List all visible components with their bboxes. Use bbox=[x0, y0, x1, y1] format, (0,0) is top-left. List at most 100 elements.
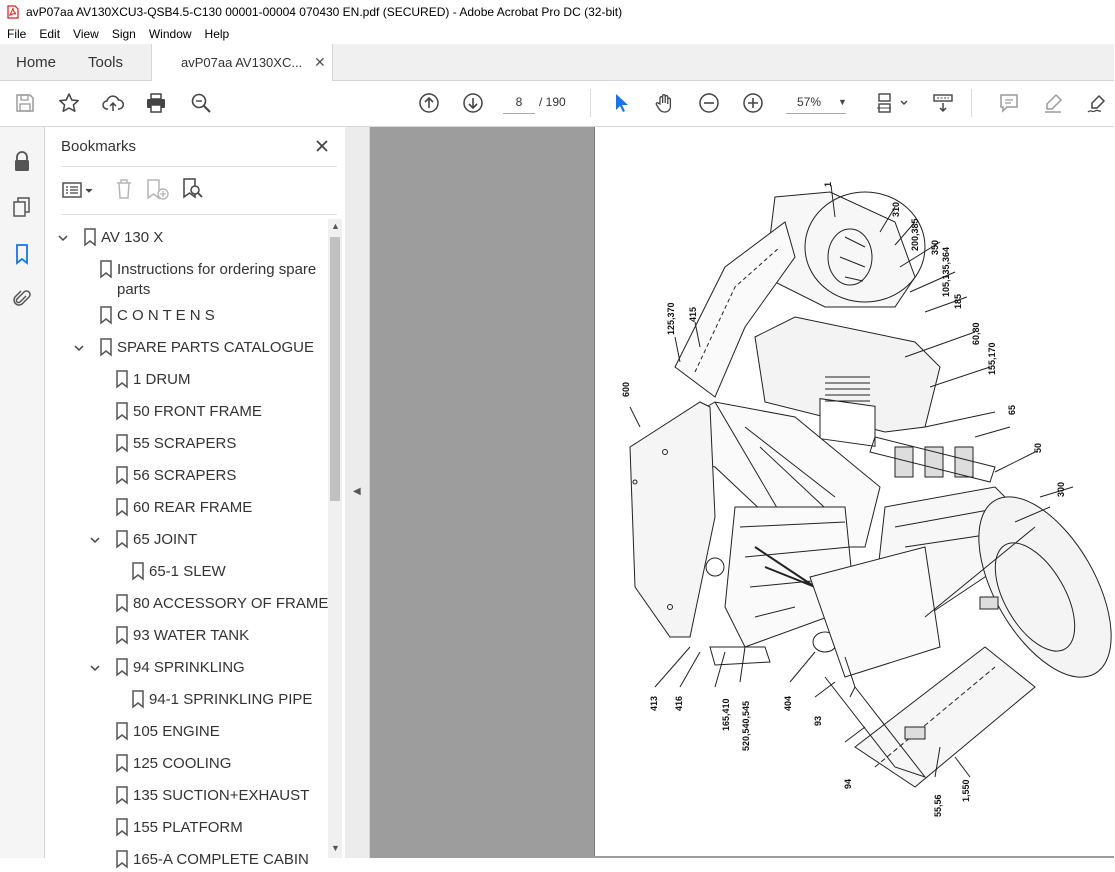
chevron-down-icon[interactable] bbox=[89, 533, 101, 545]
bookmark-item[interactable]: SPARE PARTS CATALOGUE bbox=[45, 337, 327, 359]
bookmark-item[interactable]: 1 DRUM bbox=[45, 369, 327, 391]
bookmark-item[interactable]: Instructions for ordering spare bbox=[45, 259, 327, 281]
bookmark-item[interactable]: 80 ACCESSORY OF FRAME bbox=[45, 593, 328, 615]
comment-icon[interactable] bbox=[997, 91, 1021, 115]
bookmark-icon bbox=[115, 594, 129, 613]
bookmark-item[interactable]: 93 WATER TANK bbox=[45, 625, 327, 647]
save-icon[interactable] bbox=[13, 91, 37, 115]
bookmark-item[interactable]: 56 SCRAPERS bbox=[45, 465, 327, 487]
tab-tools[interactable]: Tools bbox=[88, 53, 124, 71]
bookmark-item[interactable]: 165-A COMPLETE CABIN bbox=[45, 849, 327, 871]
close-icon[interactable] bbox=[313, 137, 331, 155]
zoom-out-icon[interactable] bbox=[697, 91, 721, 115]
bookmark-item[interactable]: 94-1 SPRINKLING PIPE bbox=[45, 689, 327, 711]
tab-document[interactable]: avP07aa AV130XC... ✕ bbox=[151, 44, 333, 81]
highlight-pen-icon[interactable] bbox=[1041, 91, 1065, 115]
bookmark-label: 94 SPRINKLING bbox=[133, 659, 245, 676]
bookmark-label: Instructions for ordering spare bbox=[117, 261, 317, 278]
menu-help[interactable]: Help bbox=[204, 27, 230, 41]
chevron-down-icon[interactable] bbox=[57, 231, 69, 243]
bookmark-label: 50 FRONT FRAME bbox=[133, 403, 262, 420]
bookmark-item[interactable]: 60 REAR FRAME bbox=[45, 497, 327, 519]
previous-page-icon[interactable] bbox=[417, 91, 441, 115]
select-cursor-icon[interactable] bbox=[609, 91, 633, 115]
pages-thumbnail-icon[interactable] bbox=[10, 195, 34, 219]
bookmark-icon bbox=[115, 434, 129, 453]
tab-close-icon[interactable]: ✕ bbox=[314, 54, 326, 70]
zoom-search-icon[interactable] bbox=[189, 91, 213, 115]
bookmark-icon bbox=[99, 260, 113, 279]
bookmark-label: SPARE PARTS CATALOGUE bbox=[117, 339, 314, 356]
print-icon[interactable] bbox=[144, 91, 168, 115]
bookmark-item[interactable]: 50 FRONT FRAME bbox=[45, 401, 327, 423]
star-icon[interactable] bbox=[57, 91, 81, 115]
bookmark-item[interactable]: C O N T E N S bbox=[45, 305, 327, 327]
window-title: avP07aa AV130XCU3-QSB4.5-C130 00001-0000… bbox=[26, 5, 623, 19]
left-rail bbox=[0, 127, 45, 858]
zoom-in-icon[interactable] bbox=[741, 91, 765, 115]
menu-window[interactable]: Window bbox=[148, 27, 192, 41]
bookmark-label: 1 DRUM bbox=[133, 371, 191, 388]
bookmark-item[interactable]: 65-1 SLEW bbox=[45, 561, 327, 583]
bookmark-item[interactable]: 105 ENGINE bbox=[45, 721, 327, 743]
part-callout: 350 bbox=[930, 240, 940, 255]
bookmark-scrollbar[interactable]: ▲ ▼ bbox=[328, 219, 342, 858]
menu-sign[interactable]: Sign bbox=[111, 27, 136, 41]
bookmark-icon bbox=[131, 562, 145, 581]
new-bookmark-icon[interactable] bbox=[145, 177, 171, 206]
scroll-mode-icon[interactable] bbox=[931, 91, 955, 115]
bookmark-label: 56 SCRAPERS bbox=[133, 467, 237, 484]
toolbar-divider bbox=[971, 89, 972, 117]
scroll-down-icon[interactable]: ▼ bbox=[331, 843, 340, 853]
bookmark-icon bbox=[115, 466, 129, 485]
chevron-down-icon[interactable] bbox=[73, 341, 85, 353]
sign-pen-icon[interactable] bbox=[1085, 91, 1109, 115]
tab-document-label: avP07aa AV130XC... bbox=[181, 55, 303, 70]
menu-file[interactable]: File bbox=[7, 27, 27, 41]
bookmark-label: 93 WATER TANK bbox=[133, 627, 250, 644]
next-page-icon[interactable] bbox=[461, 91, 485, 115]
delete-bookmark-icon[interactable] bbox=[113, 177, 135, 206]
acrobat-pdf-icon bbox=[6, 5, 20, 19]
bookmark-item[interactable]: 65 JOINT bbox=[45, 529, 327, 551]
bookmark-item[interactable]: 135 SUCTION+EXHAUST bbox=[45, 785, 327, 807]
bookmark-options-icon[interactable] bbox=[61, 179, 97, 206]
menu-view[interactable]: View bbox=[73, 27, 99, 41]
scroll-up-icon[interactable]: ▲ bbox=[331, 221, 340, 231]
bookmark-item[interactable]: 94 SPRINKLING bbox=[45, 657, 327, 679]
bookmark-item[interactable]: 155 PLATFORM bbox=[45, 817, 327, 839]
bookmark-item[interactable]: AV 130 X bbox=[45, 227, 327, 249]
bookmark-item[interactable]: parts bbox=[45, 279, 327, 301]
bookmark-icon bbox=[115, 626, 129, 645]
divider bbox=[61, 166, 337, 167]
chevron-down-icon[interactable] bbox=[89, 661, 101, 673]
page-number-input[interactable]: 8 bbox=[503, 91, 535, 114]
bookmark-label: 60 REAR FRAME bbox=[133, 499, 253, 516]
menu-bar: File Edit View Sign Window Help bbox=[0, 24, 1114, 44]
lock-icon[interactable] bbox=[10, 149, 34, 173]
page-fit-icon[interactable] bbox=[876, 91, 912, 115]
attachment-icon[interactable] bbox=[10, 287, 34, 311]
bookmark-item[interactable]: 125 COOLING bbox=[45, 753, 327, 775]
part-callout: 310 bbox=[891, 202, 901, 217]
menu-edit[interactable]: Edit bbox=[39, 27, 61, 41]
hand-tool-icon[interactable] bbox=[653, 91, 677, 115]
upload-cloud-icon[interactable] bbox=[101, 91, 125, 115]
tab-home[interactable]: Home bbox=[16, 53, 57, 71]
panel-collapse-handle[interactable]: ◀ bbox=[345, 127, 370, 858]
bookmark-item[interactable]: 55 SCRAPERS bbox=[45, 433, 327, 455]
collapse-arrow-icon[interactable]: ◀ bbox=[353, 486, 361, 497]
bookmark-panel-icon[interactable] bbox=[10, 242, 34, 266]
bookmark-icon bbox=[115, 786, 129, 805]
bookmark-icon bbox=[115, 658, 129, 677]
zoom-level-select[interactable]: 57% ▼ bbox=[786, 91, 847, 114]
part-callout: 300 bbox=[1056, 482, 1066, 497]
scrollbar-thumb[interactable] bbox=[330, 237, 340, 501]
bookmark-label: 65-1 SLEW bbox=[149, 563, 226, 580]
bookmark-label: 165-A COMPLETE CABIN bbox=[133, 851, 309, 868]
find-bookmark-icon[interactable] bbox=[181, 177, 205, 206]
bookmark-label: 155 PLATFORM bbox=[133, 819, 243, 836]
